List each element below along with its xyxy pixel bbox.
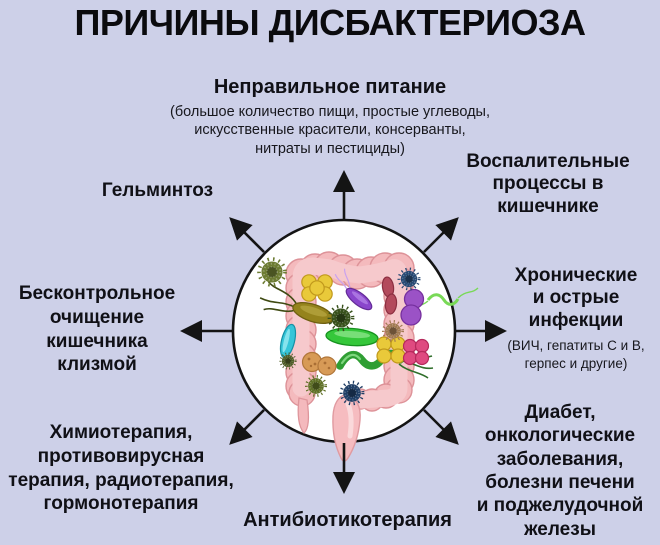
bacteria-rod-icon xyxy=(334,268,373,311)
cause-diseases-label: Диабет, онкологические заболевания, боле… xyxy=(476,402,644,540)
microbes xyxy=(257,257,479,406)
arrows xyxy=(180,170,507,494)
appendix xyxy=(297,397,310,434)
cause-nutrition: Неправильное питание (большое количество… xyxy=(130,76,530,159)
cocci-cluster-icon xyxy=(402,338,430,366)
cause-enema: Бесконтрольное очищение кишечника клизмо… xyxy=(12,282,182,377)
bacteria-rod-icon xyxy=(259,281,334,325)
cause-diseases: Диабет, онкологические заболевания, боле… xyxy=(460,401,660,541)
cause-chemotherapy: Химиотерапия, противовирусная терапия, р… xyxy=(5,421,237,516)
intestine-illustration xyxy=(257,251,479,462)
arrow-down-left xyxy=(229,409,265,445)
bacteria-rod-icon xyxy=(325,327,379,347)
cocci-cluster-icon xyxy=(301,351,337,376)
cause-helminthiasis-label: Гельминтоз xyxy=(101,180,214,201)
cause-enema-label: Бесконтрольное очищение кишечника клизмо… xyxy=(18,283,176,376)
cause-nutrition-details: (большое количество пищи, простые углево… xyxy=(169,103,490,158)
cause-infections: Хронические и острые инфекции (ВИЧ, гепа… xyxy=(492,265,660,372)
cocci-cluster-icon xyxy=(376,336,406,364)
arrow-up-left xyxy=(229,217,265,253)
rectum-highlight xyxy=(345,401,354,439)
page-title: ПРИЧИНЫ ДИСБАКТЕРИОЗА xyxy=(74,2,586,43)
bacteria-capsule-icon xyxy=(381,276,398,315)
cause-helminthiasis: Гельминтоз xyxy=(70,180,245,202)
cause-antibiotics-label: Антибиотикотерапия xyxy=(243,509,452,531)
arrow-down-right xyxy=(423,409,459,445)
cause-antibiotics: Антибиотикотерапия xyxy=(210,509,485,533)
cause-infections-details: (ВИЧ, гепатиты С и В, герпес и другие) xyxy=(507,338,645,371)
cause-infections-label: Хронические и острые инфекции xyxy=(514,265,638,331)
cause-chemotherapy-label: Химиотерапия, противовирусная терапия, р… xyxy=(8,422,234,515)
cause-nutrition-label: Неправильное питание xyxy=(213,76,447,98)
colon-body xyxy=(292,257,408,409)
cocci-cluster-icon xyxy=(400,288,425,326)
cause-inflammation-label: Воспалительные процессы в кишечнике xyxy=(466,151,630,217)
arrow-up-right xyxy=(423,217,459,253)
cause-inflammation: Воспалительные процессы в кишечнике xyxy=(453,151,643,218)
cocci-cluster-icon xyxy=(301,274,333,302)
